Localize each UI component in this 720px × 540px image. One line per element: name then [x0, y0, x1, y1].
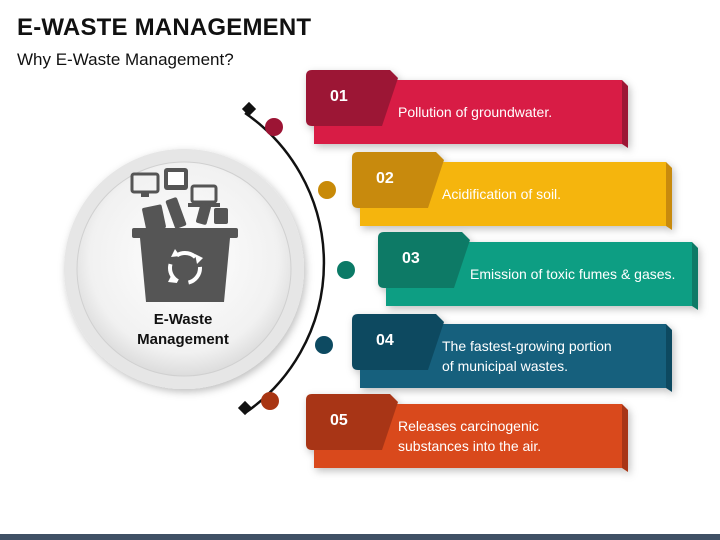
item-number-4: 04	[376, 332, 394, 349]
item-text-line1: Acidification of soil.	[442, 186, 562, 202]
banner-fold-2	[666, 162, 672, 230]
arc-dot-1	[265, 118, 283, 136]
item-text-3: Emission of toxic fumes & gases.	[470, 264, 675, 284]
number-tab-4	[352, 314, 444, 370]
center-label-line1: E-Waste	[153, 311, 213, 328]
banner-fold-1	[622, 80, 628, 148]
arc-dot-2	[318, 181, 336, 199]
banner-fold-5	[622, 404, 628, 472]
item-number-1: 01	[330, 88, 348, 105]
item-text-1: Pollution of groundwater.	[398, 102, 552, 122]
item-text-line1: Emission of toxic fumes & gases.	[470, 266, 676, 282]
connector-arc	[244, 111, 326, 415]
number-tab-5	[306, 394, 398, 450]
arc-dot-5	[261, 392, 279, 410]
page-subtitle: Why E-Waste Management?	[17, 50, 234, 69]
arc-dot-3	[337, 261, 355, 279]
page-title: E-WASTE MANAGEMENT	[17, 14, 312, 41]
reason-banner-5	[306, 394, 628, 472]
item-text-line1: Releases carcinogenic	[398, 418, 539, 434]
reason-banner-2	[352, 152, 672, 230]
center-label-line2: Management	[137, 331, 229, 348]
number-tab-1	[306, 70, 398, 126]
e-waste-bin-icon	[130, 168, 238, 302]
center-label: E-Waste Management	[108, 310, 258, 350]
arc-end-bottom-diamond	[237, 400, 253, 416]
number-tab-3	[378, 232, 470, 288]
arc-end-top-diamond	[241, 101, 257, 117]
banner-fold-4	[666, 324, 672, 392]
reason-banner-3	[378, 232, 698, 310]
item-text-line1: Pollution of groundwater.	[398, 104, 553, 120]
number-tab-2	[352, 152, 444, 208]
item-text-2: Acidification of soil.	[442, 184, 561, 204]
item-text-4: The fastest-growing portion of municipal …	[442, 336, 612, 376]
reason-banner-1	[306, 70, 628, 148]
item-text-5: Releases carcinogenic substances into the…	[398, 416, 541, 456]
item-number-2: 02	[376, 170, 394, 187]
item-text-line2: substances into the air.	[398, 438, 542, 454]
item-number-3: 03	[402, 250, 420, 267]
arc-dot-4	[315, 336, 333, 354]
item-number-5: 05	[330, 412, 348, 429]
reason-banner-4	[352, 314, 672, 392]
item-text-line1: The fastest-growing portion	[442, 338, 612, 354]
item-text-line2: of municipal wastes.	[442, 358, 569, 374]
banner-fold-3	[692, 242, 698, 310]
footer-bar	[0, 534, 720, 540]
